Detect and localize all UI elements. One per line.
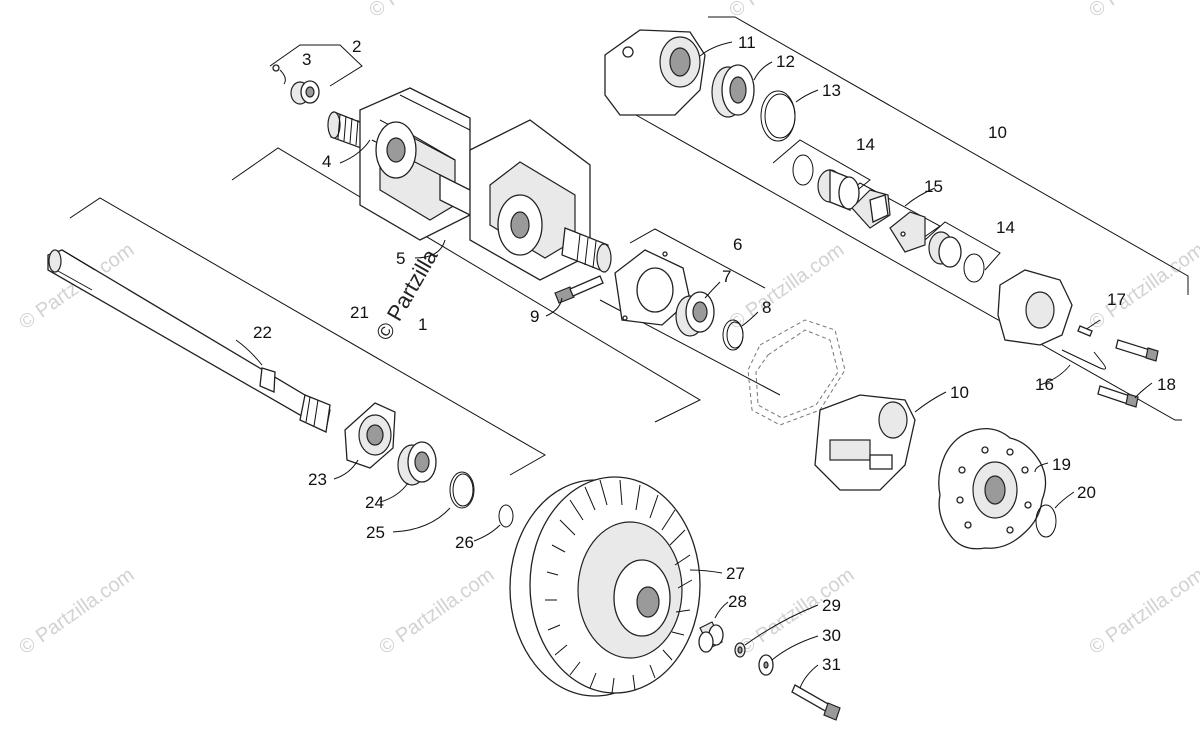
bearing-part-7	[675, 291, 715, 337]
snap-ring-part-20	[1035, 504, 1057, 538]
leader-lines	[235, 41, 1153, 689]
callout-7: 7	[722, 267, 731, 286]
callout-6: 6	[733, 235, 742, 254]
callout-2: 2	[352, 37, 361, 56]
callout-10-upper: 10	[988, 123, 1007, 142]
callout-25: 25	[366, 523, 385, 542]
watermark-1: © Partzilla.com	[365, 0, 488, 22]
driveshaft-part-22	[47, 249, 331, 433]
washer-part-29	[734, 642, 746, 658]
callout-15: 15	[924, 177, 943, 196]
pin-part-17	[1077, 325, 1093, 337]
oring-part-13	[760, 90, 796, 142]
callout-12: 12	[776, 52, 795, 71]
callout-14-upper: 14	[856, 135, 875, 154]
clip-part-16	[1061, 349, 1106, 370]
brake-disc-part-19	[938, 427, 1047, 550]
callout-23: 23	[308, 470, 327, 489]
bearing-part-24	[397, 441, 437, 486]
callout-11: 11	[738, 33, 756, 52]
bushing-part-28	[698, 621, 724, 653]
callout-numbers: 1 2 3 4 5 6 7 8 9 10 10 11 12 13 14 14 1…	[253, 33, 1176, 674]
callout-26: 26	[455, 533, 474, 552]
drive-sprocket-part-4-5	[327, 87, 612, 281]
brake-caliper-part-11	[604, 29, 706, 116]
callout-30: 30	[822, 626, 841, 645]
bolts-part-18	[1097, 339, 1159, 408]
watermark-10: © Partzilla.com	[1085, 564, 1200, 659]
callout-31: 31	[822, 655, 841, 674]
callout-24: 24	[365, 493, 384, 512]
callout-10-lower: 10	[950, 383, 969, 402]
callout-28: 28	[728, 592, 747, 611]
callout-18: 18	[1157, 375, 1176, 394]
callout-9: 9	[530, 307, 539, 326]
parts	[47, 29, 1159, 721]
callout-8: 8	[762, 298, 771, 317]
watermark-3: © Partzilla.com	[1085, 0, 1200, 22]
sleeve-part-14-lower	[928, 231, 985, 283]
watermark-2: © Partzilla.com	[725, 0, 848, 22]
watermark-main: © Partzilla	[371, 244, 443, 344]
callout-13: 13	[822, 81, 841, 100]
callout-19: 19	[1052, 455, 1071, 474]
snap-ring-part-26	[498, 504, 514, 528]
callout-21: 21	[350, 303, 369, 322]
bracket-lines	[69, 16, 1189, 476]
snap-ring-part-8	[722, 319, 744, 351]
callout-29: 29	[822, 596, 841, 615]
washer-part-30	[758, 654, 774, 676]
watermark-8: © Partzilla.com	[375, 564, 498, 659]
callout-1: 1	[418, 315, 427, 334]
bearing-part-12	[711, 64, 755, 118]
callout-3: 3	[302, 50, 311, 69]
driven-clutch-part-27	[509, 476, 701, 697]
bearing-part-2	[290, 80, 320, 105]
watermark-6: © Partzilla.com	[1085, 239, 1200, 334]
callout-14-lower: 14	[996, 218, 1015, 237]
pin-part-3	[272, 64, 286, 85]
watermark-5: © Partzilla.com	[725, 239, 848, 334]
watermark-7: © Partzilla.com	[15, 564, 138, 659]
sleeve-part-14-upper	[792, 154, 860, 211]
callout-4: 4	[322, 152, 331, 171]
bolt-part-9	[554, 275, 604, 304]
bearing-flange-part-23	[344, 402, 396, 469]
callout-22: 22	[253, 323, 272, 342]
callout-5: 5	[396, 249, 405, 268]
brake-caliper-part-10-right	[997, 269, 1073, 346]
bearing-flange-part-6	[614, 249, 691, 326]
callout-16: 16	[1035, 375, 1054, 394]
bolt-part-31	[791, 684, 841, 721]
brake-caliper-part-10-lower	[814, 394, 916, 491]
callout-27: 27	[726, 564, 745, 583]
ring-part-25	[449, 471, 475, 509]
callout-20: 20	[1077, 483, 1096, 502]
brake-pads-part-15	[851, 189, 926, 253]
callout-17: 17	[1107, 290, 1126, 309]
